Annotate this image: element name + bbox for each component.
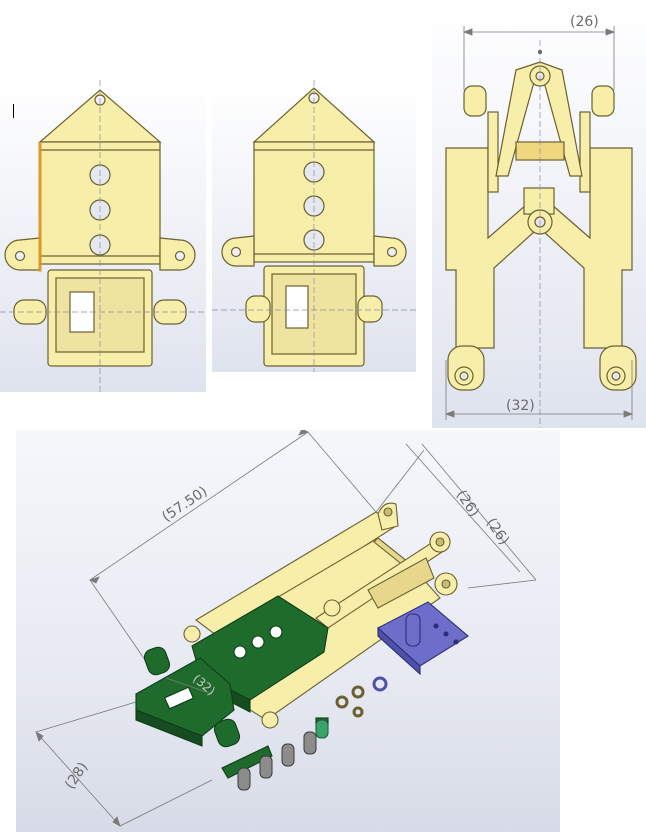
bottom-dimension-label: (32) xyxy=(506,398,535,414)
isometric-view-drawing: (57.50) (26) (26) (28) xyxy=(35,430,537,827)
iso-washer-1 xyxy=(351,685,365,699)
isometric-view-panel: (57.50) (26) (26) (28) xyxy=(16,430,560,832)
length-dimension-line xyxy=(89,431,309,581)
upper-dimension-line-a xyxy=(405,443,521,573)
center-fork xyxy=(495,61,583,177)
right-arm xyxy=(543,147,633,349)
front-view-middle-panel xyxy=(212,80,416,372)
right-pin xyxy=(357,295,383,323)
hinge-slot xyxy=(285,285,309,329)
front-view-middle-drawing xyxy=(212,80,416,372)
front-view-left-drawing xyxy=(0,80,206,392)
iso-screw-1 xyxy=(323,599,341,617)
iso-green-clip xyxy=(221,745,273,779)
iso-green-pin-right xyxy=(213,718,241,748)
iso-blue-post xyxy=(405,613,421,647)
left-arm xyxy=(445,147,535,349)
iso-post xyxy=(377,502,399,531)
iso-spacer-3 xyxy=(281,743,295,767)
upper-dimension-label-b: (26) xyxy=(483,515,512,548)
iso-green-pin-left xyxy=(143,646,171,676)
iso-screw-3 xyxy=(261,711,279,729)
side-dimension-line xyxy=(35,731,121,827)
iso-spacer-4 xyxy=(303,731,317,755)
upper-dimension-label-a: (26) xyxy=(453,487,482,520)
iso-washer-2 xyxy=(335,695,349,709)
right-post xyxy=(591,85,615,117)
front-view-left-panel xyxy=(0,80,206,392)
iso-green-spacer xyxy=(315,719,329,739)
iso-washer-3 xyxy=(352,706,364,718)
iso-green-slot xyxy=(163,686,195,710)
top-view-drawing: (26) xyxy=(444,14,637,428)
text-cursor xyxy=(13,104,14,118)
side-dimension-label: (28) xyxy=(62,759,91,792)
iso-spacer-2 xyxy=(259,755,273,779)
iso-spacer-1 xyxy=(237,767,251,791)
upper-dimension-line-b xyxy=(421,443,537,581)
top-view-panel: (26) xyxy=(432,0,646,428)
iso-screw-2 xyxy=(183,625,201,643)
length-dimension-label: (57.50) xyxy=(159,484,210,526)
iso-blue-ring xyxy=(372,676,388,692)
top-dimension-label: (26) xyxy=(570,14,599,30)
left-post xyxy=(463,85,487,117)
left-pin xyxy=(245,295,271,323)
